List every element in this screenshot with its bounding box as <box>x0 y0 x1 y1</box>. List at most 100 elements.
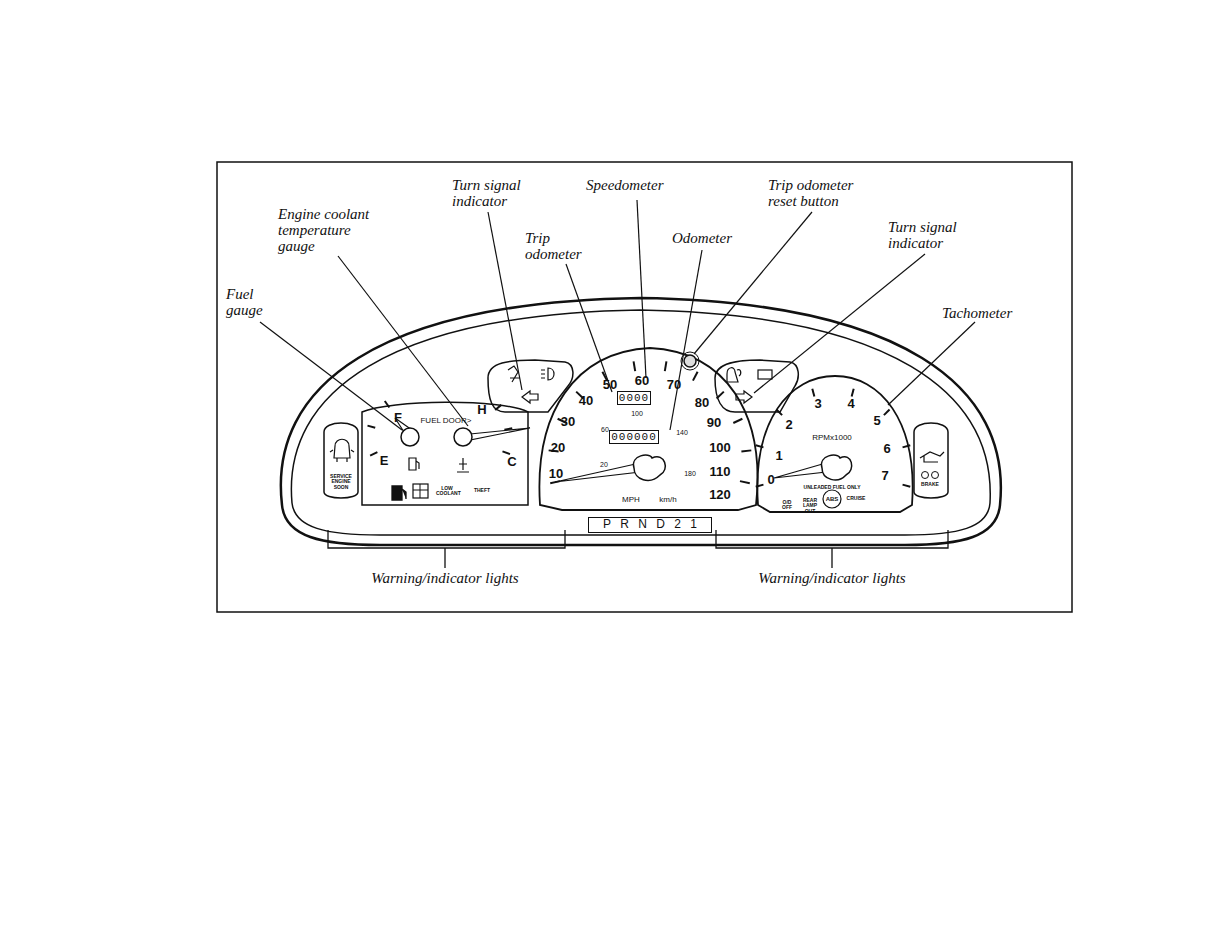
frame <box>217 162 1072 612</box>
tick-mark <box>665 361 667 371</box>
bracket <box>328 530 565 568</box>
speed-mark: 30 <box>561 415 575 429</box>
rpm-mark: 2 <box>785 418 792 432</box>
callout-label: Trip odometer reset button <box>768 178 878 210</box>
tick-mark <box>740 481 750 483</box>
fuel-icon <box>409 458 419 470</box>
tick-mark <box>776 409 782 415</box>
rpm-mark: 6 <box>883 442 890 456</box>
rpm-mark: 1 <box>775 449 782 463</box>
leader-lines <box>260 200 975 430</box>
warning-light-label: ABS <box>826 496 839 503</box>
left-turn-arrow <box>522 391 538 403</box>
unit-label: km/h <box>659 496 676 505</box>
speed-mark: 50 <box>603 378 617 392</box>
abs-ring <box>823 490 841 508</box>
tick-mark <box>717 392 724 399</box>
brake-icon <box>922 472 929 479</box>
tick-mark <box>733 419 742 423</box>
speedometer-face <box>539 348 757 510</box>
temperature-icon <box>457 458 469 472</box>
speed-mark: 20 <box>551 441 565 455</box>
gauge-label: UNLEADED FUEL ONLY <box>804 485 861 490</box>
battery-icon <box>758 370 772 379</box>
tick-mark <box>756 445 764 447</box>
tick-mark <box>852 389 854 397</box>
kmh-mark: 60 <box>601 426 609 434</box>
gauge-mark: H <box>477 403 486 417</box>
speed-mark: 110 <box>710 465 731 479</box>
speed-mark: 10 <box>549 467 563 481</box>
door-icon <box>413 484 428 498</box>
rpm-mark: 0 <box>767 473 774 487</box>
kmh-mark: 140 <box>676 429 688 437</box>
tick-mark <box>812 389 814 397</box>
speed-mark: 40 <box>579 394 593 408</box>
speed-mark: 100 <box>709 441 731 455</box>
warning-light-label: REAR LAMP OUT <box>802 498 818 514</box>
tick-mark <box>884 409 890 415</box>
brake-icon <box>932 472 939 479</box>
warning-light-label: CRUISE <box>847 496 866 501</box>
tick-mark <box>385 401 390 408</box>
callout-label: Trip odometer <box>525 231 600 263</box>
tick-mark <box>903 445 911 447</box>
low-fuel-icon <box>392 486 406 500</box>
warning-light-label: SERVICE ENGINE SOON <box>330 474 352 490</box>
gauge-mark: F <box>394 411 402 425</box>
callout-label: Turn signal indicator <box>452 178 542 210</box>
tick-mark <box>693 372 698 381</box>
fuel-temp-gauge-face <box>362 402 528 505</box>
rpm-mark: 7 <box>881 469 888 483</box>
callout-label: Fuel gauge <box>226 287 271 319</box>
tick-mark <box>495 405 501 410</box>
reset-button <box>684 355 696 367</box>
callout-label: Warning/indicator lights <box>758 571 905 587</box>
bracket <box>716 530 948 568</box>
door-icon <box>413 484 428 498</box>
headlight-icon <box>541 368 554 380</box>
speed-mark: 120 <box>709 488 731 502</box>
rpm-mark: 5 <box>873 414 880 428</box>
cluster-bezel <box>291 310 990 535</box>
callout-label: Speedometer <box>586 178 716 194</box>
oil-icon <box>920 452 944 462</box>
tick-mark <box>502 451 510 454</box>
tachometer-face <box>757 376 912 512</box>
kmh-mark: 20 <box>600 461 608 469</box>
tick-mark <box>504 428 512 429</box>
speed-mark: 80 <box>695 396 709 410</box>
speed-mark: 60 <box>635 374 649 388</box>
indicator-panel <box>488 360 573 412</box>
speed-mark: 70 <box>667 378 681 392</box>
unit-label: MPH <box>622 496 640 505</box>
unit-label: RPMx1000 <box>812 434 852 443</box>
tick-mark <box>741 450 751 451</box>
speed-mark: 90 <box>707 416 721 430</box>
temperature-needle <box>470 428 530 440</box>
engine-icon <box>330 439 354 462</box>
callout-label: Odometer <box>672 231 752 247</box>
warning-light-label: THEFT <box>474 488 490 493</box>
needle-hub <box>821 455 851 480</box>
trip-odometer-display: 0000 <box>617 391 651 405</box>
tick-mark <box>634 361 636 371</box>
cluster-housing <box>281 298 1001 545</box>
tachometer-needle <box>774 463 826 478</box>
warning-pod <box>324 423 358 498</box>
gear-indicator: P R N D 2 1 <box>588 517 712 532</box>
speedometer-needle <box>555 463 640 482</box>
right-turn-arrow <box>736 391 752 403</box>
warning-light-label: LOW COOLANT <box>436 486 458 497</box>
tick-mark <box>370 452 377 455</box>
gauge-mark: E <box>380 454 389 468</box>
odometer-display: 000000 <box>609 430 659 444</box>
callout-label: Tachometer <box>942 306 1032 322</box>
airbag-icon <box>727 368 741 382</box>
rpm-mark: 3 <box>814 397 821 411</box>
tick-mark <box>367 426 375 428</box>
tick-mark <box>550 481 560 483</box>
callout-label: Engine coolant temperature gauge <box>278 207 373 254</box>
tick-mark <box>903 485 911 487</box>
